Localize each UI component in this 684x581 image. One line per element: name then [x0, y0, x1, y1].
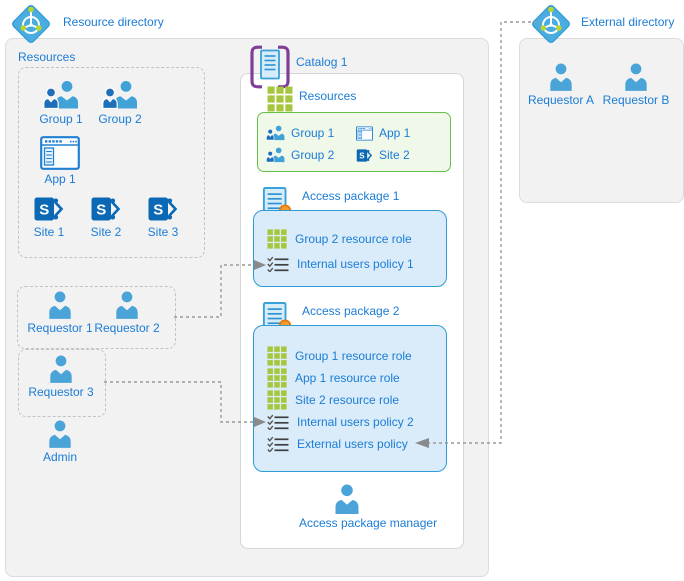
person-icon — [333, 484, 361, 514]
person-icon — [47, 420, 73, 448]
catalog-resource-item: Group 2 — [266, 144, 356, 166]
app-icon — [40, 136, 80, 170]
resource-role-row: Group 1 resource role — [267, 345, 446, 366]
ap1-row-1-label: Group 2 resource role — [295, 232, 412, 246]
access-package-manager-label: Access package manager — [299, 516, 438, 530]
catalog-resources-box: Group 1 Group 2 App 1 Site 2 — [257, 112, 451, 172]
access-package-2-box: Group 1 resource role App 1 resource rol… — [253, 325, 447, 472]
sharepoint-icon — [356, 148, 373, 163]
group-1-label: Group 1 — [39, 112, 83, 126]
resources-grid-icon — [267, 86, 293, 112]
access-package-2-title: Access package 2 — [302, 304, 400, 318]
catalog-title: Catalog 1 — [296, 55, 348, 69]
catalog-group-1-label: Group 1 — [291, 126, 335, 140]
sharepoint-icon — [148, 195, 178, 223]
resource-role-grid-icon — [267, 229, 287, 249]
requestor-a-label: Requestor A — [527, 93, 595, 107]
resource-role-row: Site 2 resource role — [267, 389, 446, 410]
requestor-2: Requestor 2 — [94, 291, 160, 335]
ap2-row-4-label: Internal users policy 2 — [297, 414, 414, 429]
site-2-label: Site 2 — [90, 225, 122, 239]
policy-checklist-icon — [267, 414, 289, 430]
external-directory-label: External directory — [581, 15, 675, 29]
group-1: Group 1 — [31, 80, 91, 126]
policy-checklist-icon — [267, 436, 289, 452]
external-directory-box — [519, 38, 684, 203]
site-3-label: Site 3 — [147, 225, 179, 239]
requestor-3: Requestor 3 — [25, 355, 97, 399]
policy-row: External users policy — [267, 433, 446, 454]
requestor-1: Requestor 1 — [27, 291, 93, 335]
site-1: Site 1 — [21, 195, 77, 239]
resource-role-grid-icon — [267, 368, 287, 388]
resources-title: Resources — [18, 50, 76, 64]
ap2-row-3-label: Site 2 resource role — [295, 392, 400, 407]
catalog-resources-col1: Group 1 Group 2 — [266, 122, 356, 171]
resource-role-grid-icon — [267, 390, 287, 410]
catalog-app-1-label: App 1 — [379, 126, 411, 140]
person-icon — [47, 291, 73, 319]
policy-row: Internal users policy 2 — [267, 411, 446, 432]
external-directory-icon — [529, 2, 573, 46]
group-icon — [43, 80, 79, 110]
site-2: Site 2 — [78, 195, 134, 239]
admin: Admin — [31, 420, 89, 464]
person-icon — [48, 355, 74, 383]
resource-role-row: App 1 resource role — [267, 367, 446, 388]
access-package-manager: Access package manager — [297, 484, 438, 530]
catalog-resource-item: Site 2 — [356, 144, 410, 166]
resource-role-grid-icon — [267, 346, 287, 366]
catalog-resources-title: Resources — [299, 89, 357, 103]
sharepoint-icon — [34, 195, 64, 223]
resource-role-row: Group 2 resource role — [267, 228, 446, 250]
person-icon — [548, 63, 574, 91]
catalog-resource-item: App 1 — [356, 122, 410, 144]
group-2: Group 2 — [90, 80, 150, 126]
ap2-row-1-label: Group 1 resource role — [295, 348, 412, 363]
person-icon — [114, 291, 140, 319]
policy-row: Internal users policy 1 — [267, 253, 446, 275]
requestor-a: Requestor A — [527, 63, 595, 107]
access-package-1-title: Access package 1 — [302, 189, 400, 203]
group-icon — [266, 147, 285, 163]
catalog-group-2-label: Group 2 — [291, 148, 335, 162]
catalog-resources-col2: App 1 Site 2 — [356, 122, 410, 171]
requestor-2-label: Requestor 2 — [94, 321, 160, 335]
ap2-row-5-label: External users policy — [297, 436, 408, 451]
resources-group-box — [18, 67, 205, 258]
requestor-b-label: Requestor B — [602, 93, 670, 107]
catalog-resource-item: Group 1 — [266, 122, 356, 144]
catalog-site-2-label: Site 2 — [379, 148, 410, 162]
resource-directory-icon — [9, 2, 53, 46]
admin-label: Admin — [42, 450, 77, 464]
ap2-row-2-label: App 1 resource role — [295, 370, 400, 385]
person-icon — [623, 63, 649, 91]
access-package-1-box: Group 2 resource role Internal users pol… — [253, 210, 447, 287]
site-1-label: Site 1 — [33, 225, 65, 239]
requestor-1-label: Requestor 1 — [27, 321, 93, 335]
policy-checklist-icon — [267, 256, 289, 272]
app-1: App 1 — [31, 136, 89, 186]
app-icon — [356, 126, 373, 141]
group-icon — [266, 125, 285, 141]
resource-directory-label: Resource directory — [63, 15, 164, 29]
ap1-row-2-label: Internal users policy 1 — [297, 257, 414, 271]
group-2-label: Group 2 — [98, 112, 142, 126]
requestor-b: Requestor B — [602, 63, 670, 107]
app-1-label: App 1 — [44, 172, 76, 186]
catalog-icon — [250, 45, 290, 89]
site-3: Site 3 — [135, 195, 191, 239]
sharepoint-icon — [91, 195, 121, 223]
group-icon — [102, 80, 138, 110]
requestor-3-label: Requestor 3 — [28, 385, 94, 399]
